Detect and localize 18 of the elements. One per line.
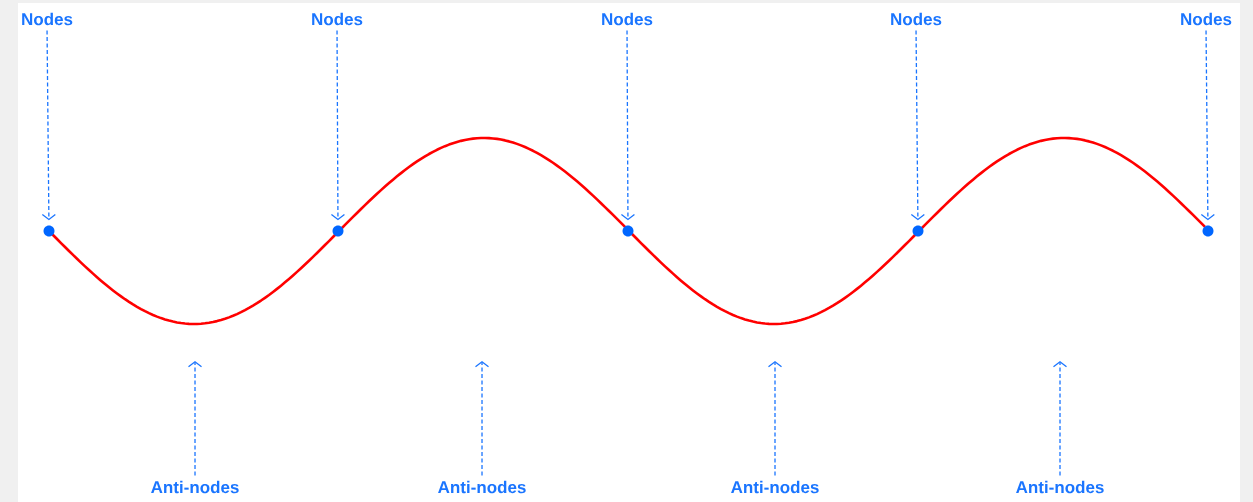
leader-arrow bbox=[620, 29, 636, 221]
label-text: Anti-nodes bbox=[731, 480, 819, 494]
leader-arrow bbox=[1052, 360, 1068, 477]
leader-arrow bbox=[910, 29, 925, 221]
label-text: Nodes bbox=[22, 12, 73, 26]
leader-arrow bbox=[1200, 29, 1215, 221]
label-text: Anti-nodes bbox=[151, 480, 239, 494]
label-text: Nodes bbox=[891, 12, 942, 26]
leader-arrow bbox=[41, 29, 56, 221]
leader-arrow bbox=[187, 360, 203, 477]
label-text: Anti-nodes bbox=[438, 480, 526, 494]
label-text: Nodes bbox=[1181, 12, 1232, 26]
label-text: Nodes bbox=[602, 12, 653, 26]
label-text: Anti-nodes bbox=[1016, 480, 1104, 494]
leader-arrow bbox=[330, 29, 346, 221]
label-text: Nodes bbox=[312, 12, 363, 26]
leader-arrow bbox=[767, 360, 783, 477]
leader-arrow bbox=[474, 360, 490, 477]
